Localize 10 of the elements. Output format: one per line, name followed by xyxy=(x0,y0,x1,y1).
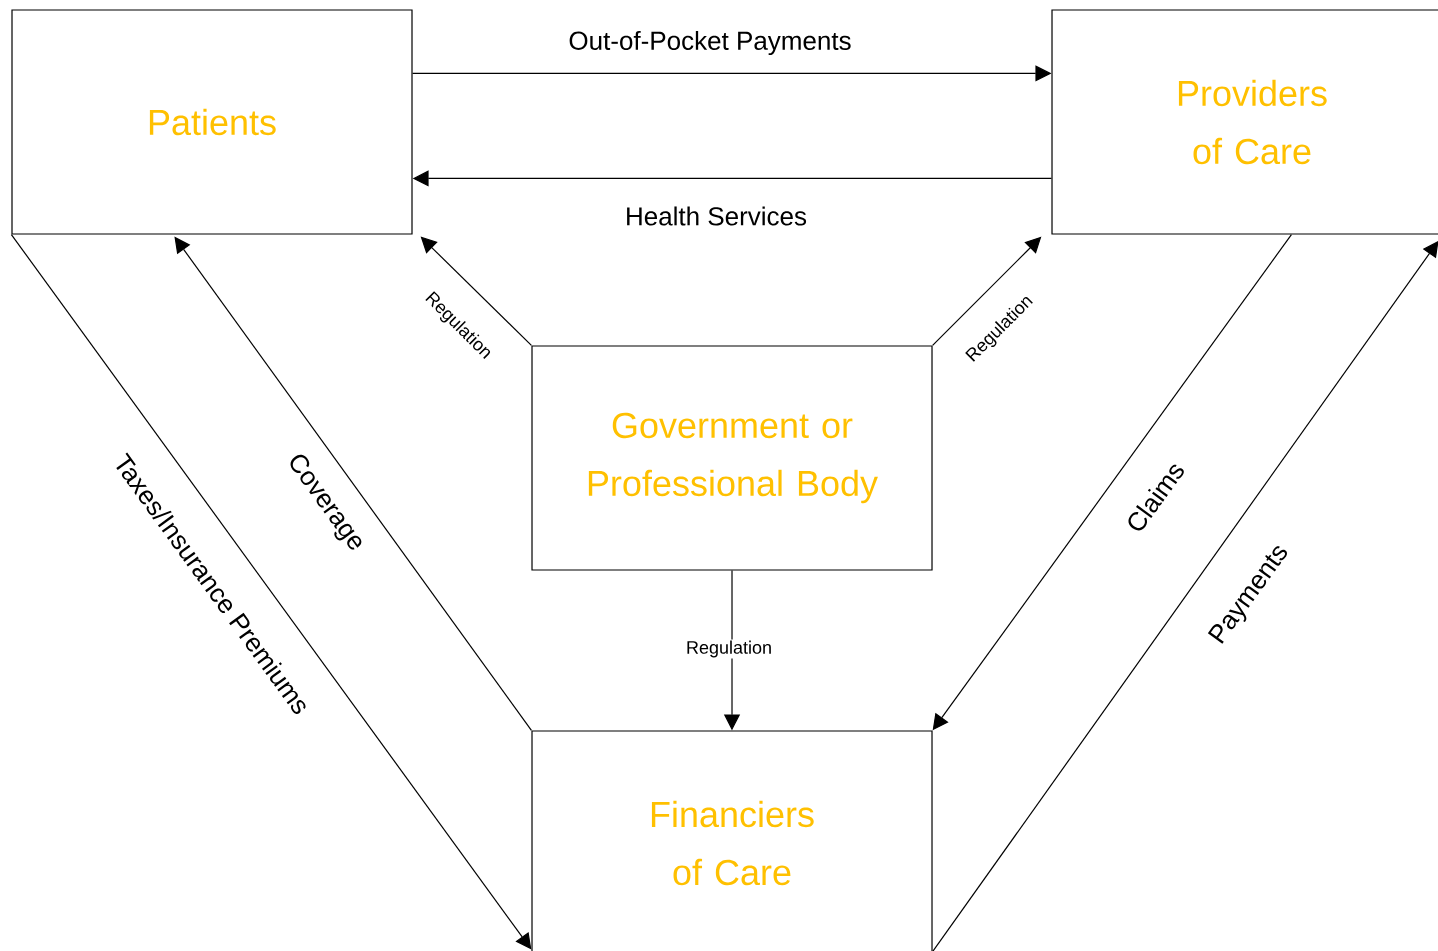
box: Government or Professional Body xyxy=(531,345,933,571)
arrow xyxy=(10,234,532,950)
arrow xyxy=(932,236,1042,346)
box: Providers of Care xyxy=(1051,9,1438,235)
box: Patients xyxy=(11,9,413,235)
arrow xyxy=(420,236,532,346)
edge-label: Regulation xyxy=(685,639,774,659)
edge-label: Out-of-Pocket Payments xyxy=(569,30,851,56)
box: Financiers of Care xyxy=(531,730,933,951)
edge-label: Health Services xyxy=(627,206,807,226)
